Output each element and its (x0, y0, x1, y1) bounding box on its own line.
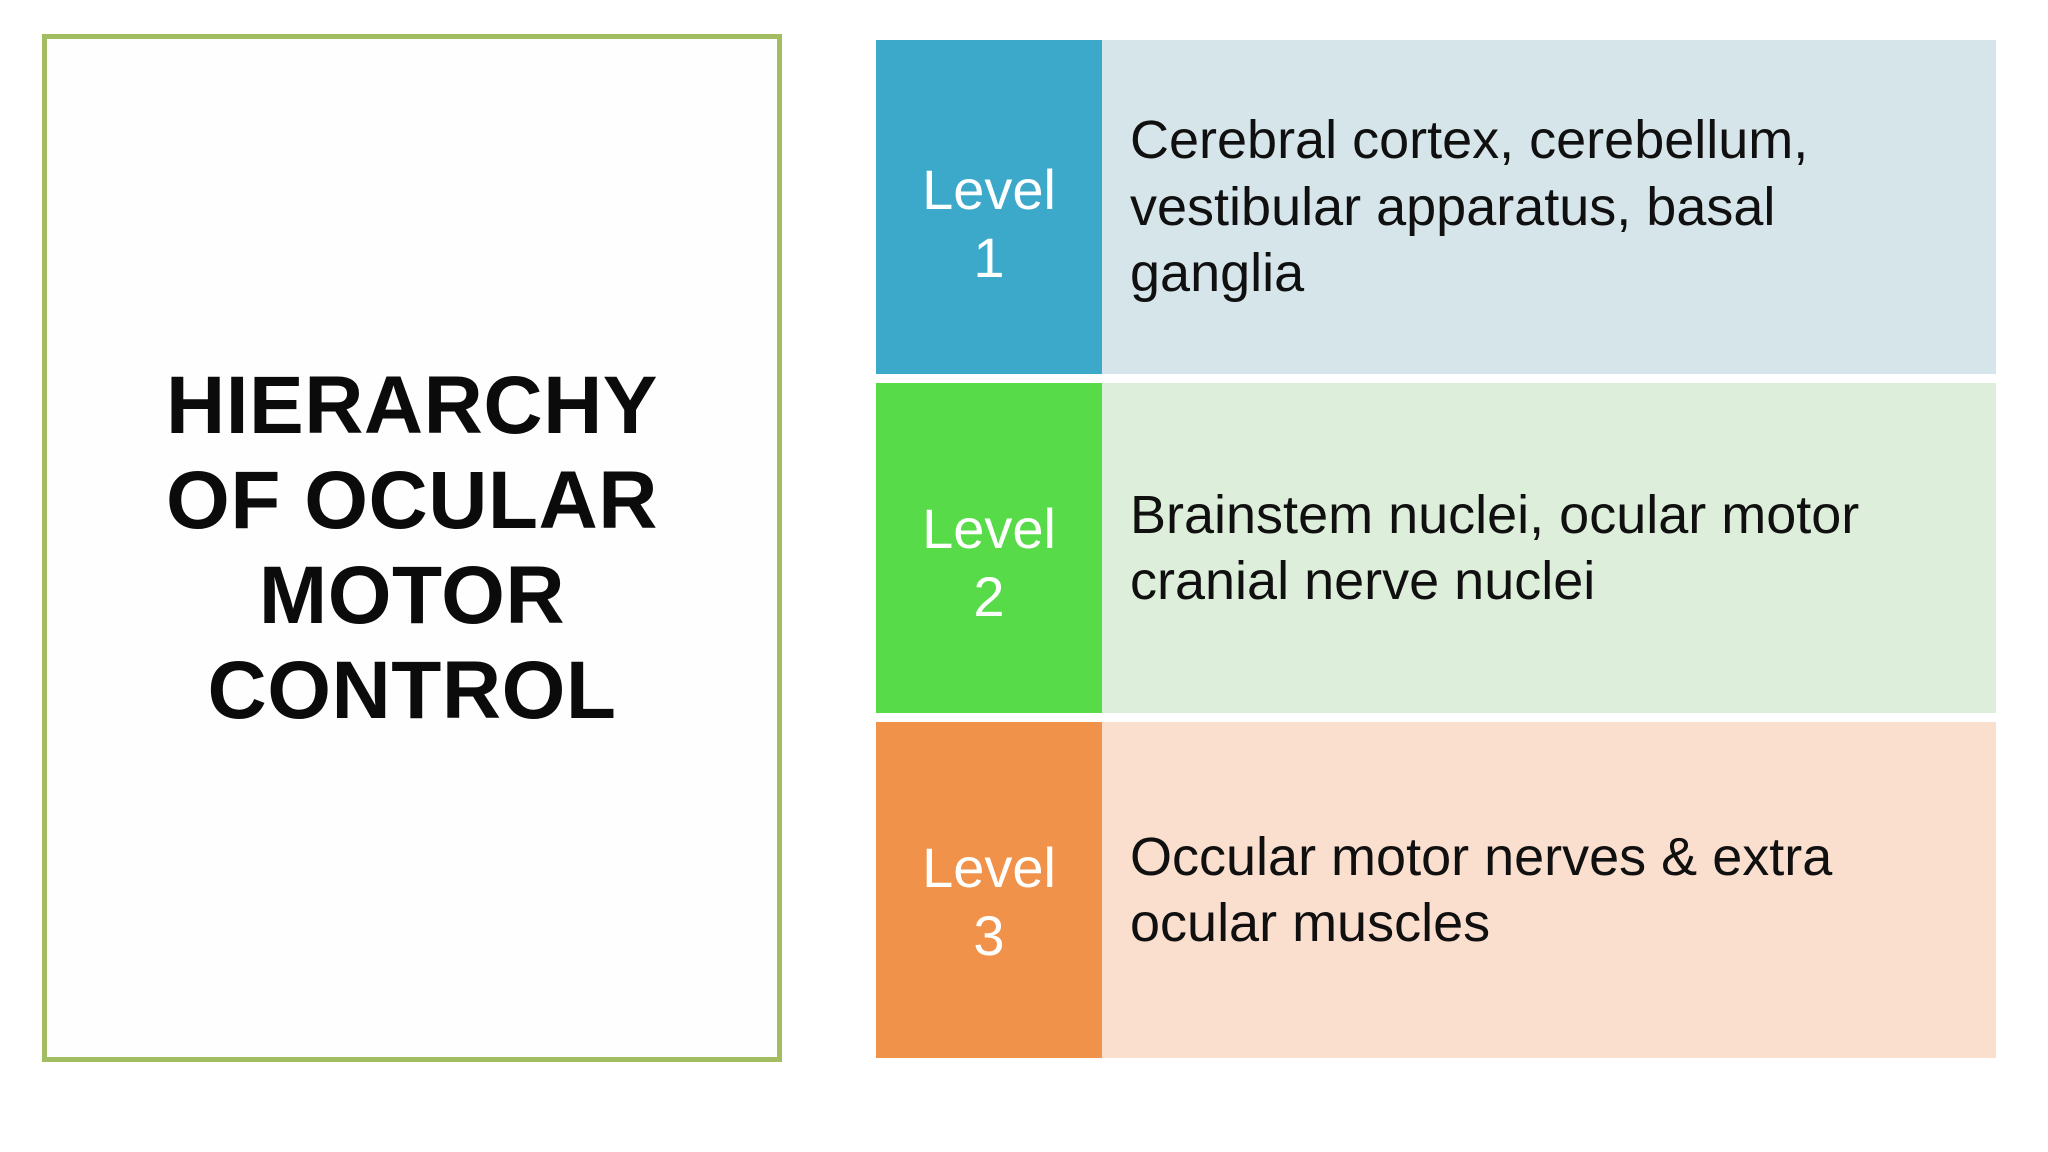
level-badge-label: Level (922, 496, 1056, 560)
level-description-2: Brainstem nuclei, ocular motor cranial n… (1102, 383, 1996, 713)
level-badge-number: 3 (973, 904, 1005, 967)
title-card: HIERARCHY OF OCULAR MOTOR CONTROL (42, 34, 782, 1062)
level-badge-2: Level 2 (876, 383, 1102, 713)
level-description-text: Brainstem nuclei, ocular motor cranial n… (1130, 484, 1860, 611)
level-badge-label: Level (922, 835, 1056, 899)
level-description-1: Cerebral cortex, cerebellum, vestibular … (1102, 40, 1996, 374)
level-description-text: Cerebral cortex, cerebellum, vestibular … (1130, 110, 1809, 304)
level-description-text: Occular motor nerves & extra ocular musc… (1130, 826, 1833, 953)
level-row: Level 3 Occular motor nerves & extra ocu… (876, 722, 1996, 1058)
level-row: Level 2 Brainstem nuclei, ocular motor c… (876, 383, 1996, 713)
level-description-3: Occular motor nerves & extra ocular musc… (1102, 722, 1996, 1058)
level-row: Level 1 Cerebral cortex, cerebellum, ves… (876, 40, 1996, 374)
hierarchy-table: Level 1 Cerebral cortex, cerebellum, ves… (876, 40, 1996, 1058)
level-badge-3: Level 3 (876, 722, 1102, 1058)
level-badge-number: 1 (973, 226, 1005, 289)
page-title: HIERARCHY OF OCULAR MOTOR CONTROL (166, 359, 658, 737)
level-badge-label: Level (922, 157, 1056, 221)
level-badge-number: 2 (973, 565, 1005, 628)
level-badge-1: Level 1 (876, 40, 1102, 374)
